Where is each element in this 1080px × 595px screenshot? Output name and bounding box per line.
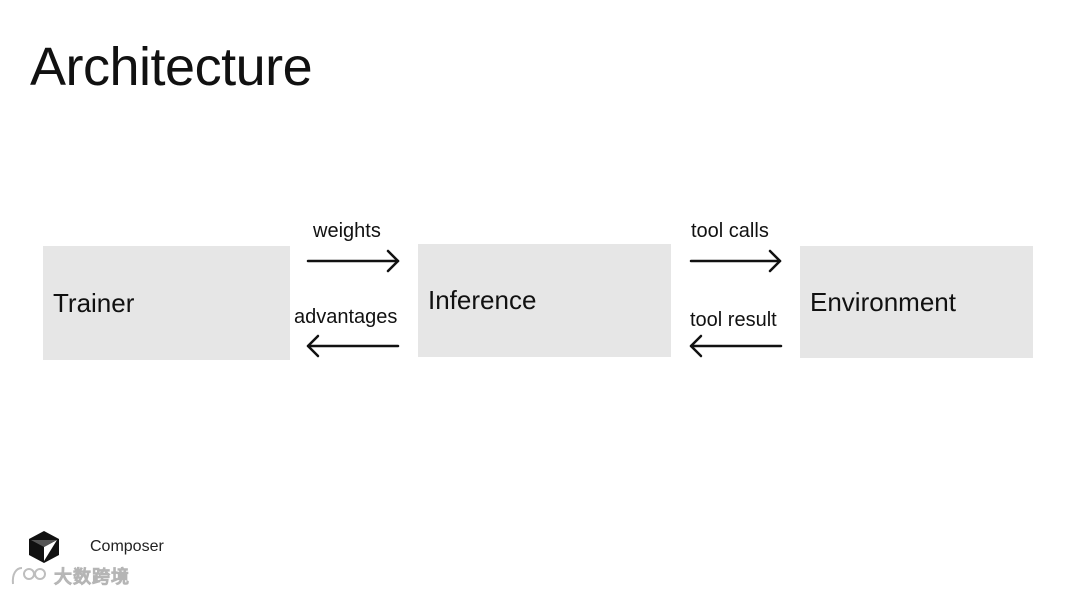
- arrow-tool-calls: [689, 249, 782, 273]
- watermark-logo-icon: [11, 567, 46, 585]
- edge-label-advantages: advantages: [294, 306, 398, 328]
- node-environment-label: Environment: [810, 286, 956, 317]
- edge-label-tool-result: tool result: [690, 309, 777, 331]
- node-trainer: Trainer: [43, 246, 290, 360]
- brand-label: Composer: [90, 538, 164, 555]
- node-inference: Inference: [418, 244, 671, 357]
- watermark: 大数跨境: [10, 563, 130, 589]
- footer-brand: Composer: [28, 530, 164, 564]
- node-environment: Environment: [800, 246, 1033, 358]
- watermark-text: 大数跨境: [54, 567, 130, 588]
- arrow-advantages: [306, 334, 400, 358]
- cube-logo-icon: [29, 531, 59, 563]
- edge-label-tool-calls: tool calls: [691, 220, 769, 242]
- edge-label-weights: weights: [313, 220, 381, 242]
- node-trainer-label: Trainer: [53, 287, 135, 318]
- slide-title: Architecture: [30, 37, 313, 97]
- node-inference-label: Inference: [428, 285, 537, 315]
- arrow-tool-result: [689, 334, 783, 358]
- arrow-weights: [306, 249, 400, 273]
